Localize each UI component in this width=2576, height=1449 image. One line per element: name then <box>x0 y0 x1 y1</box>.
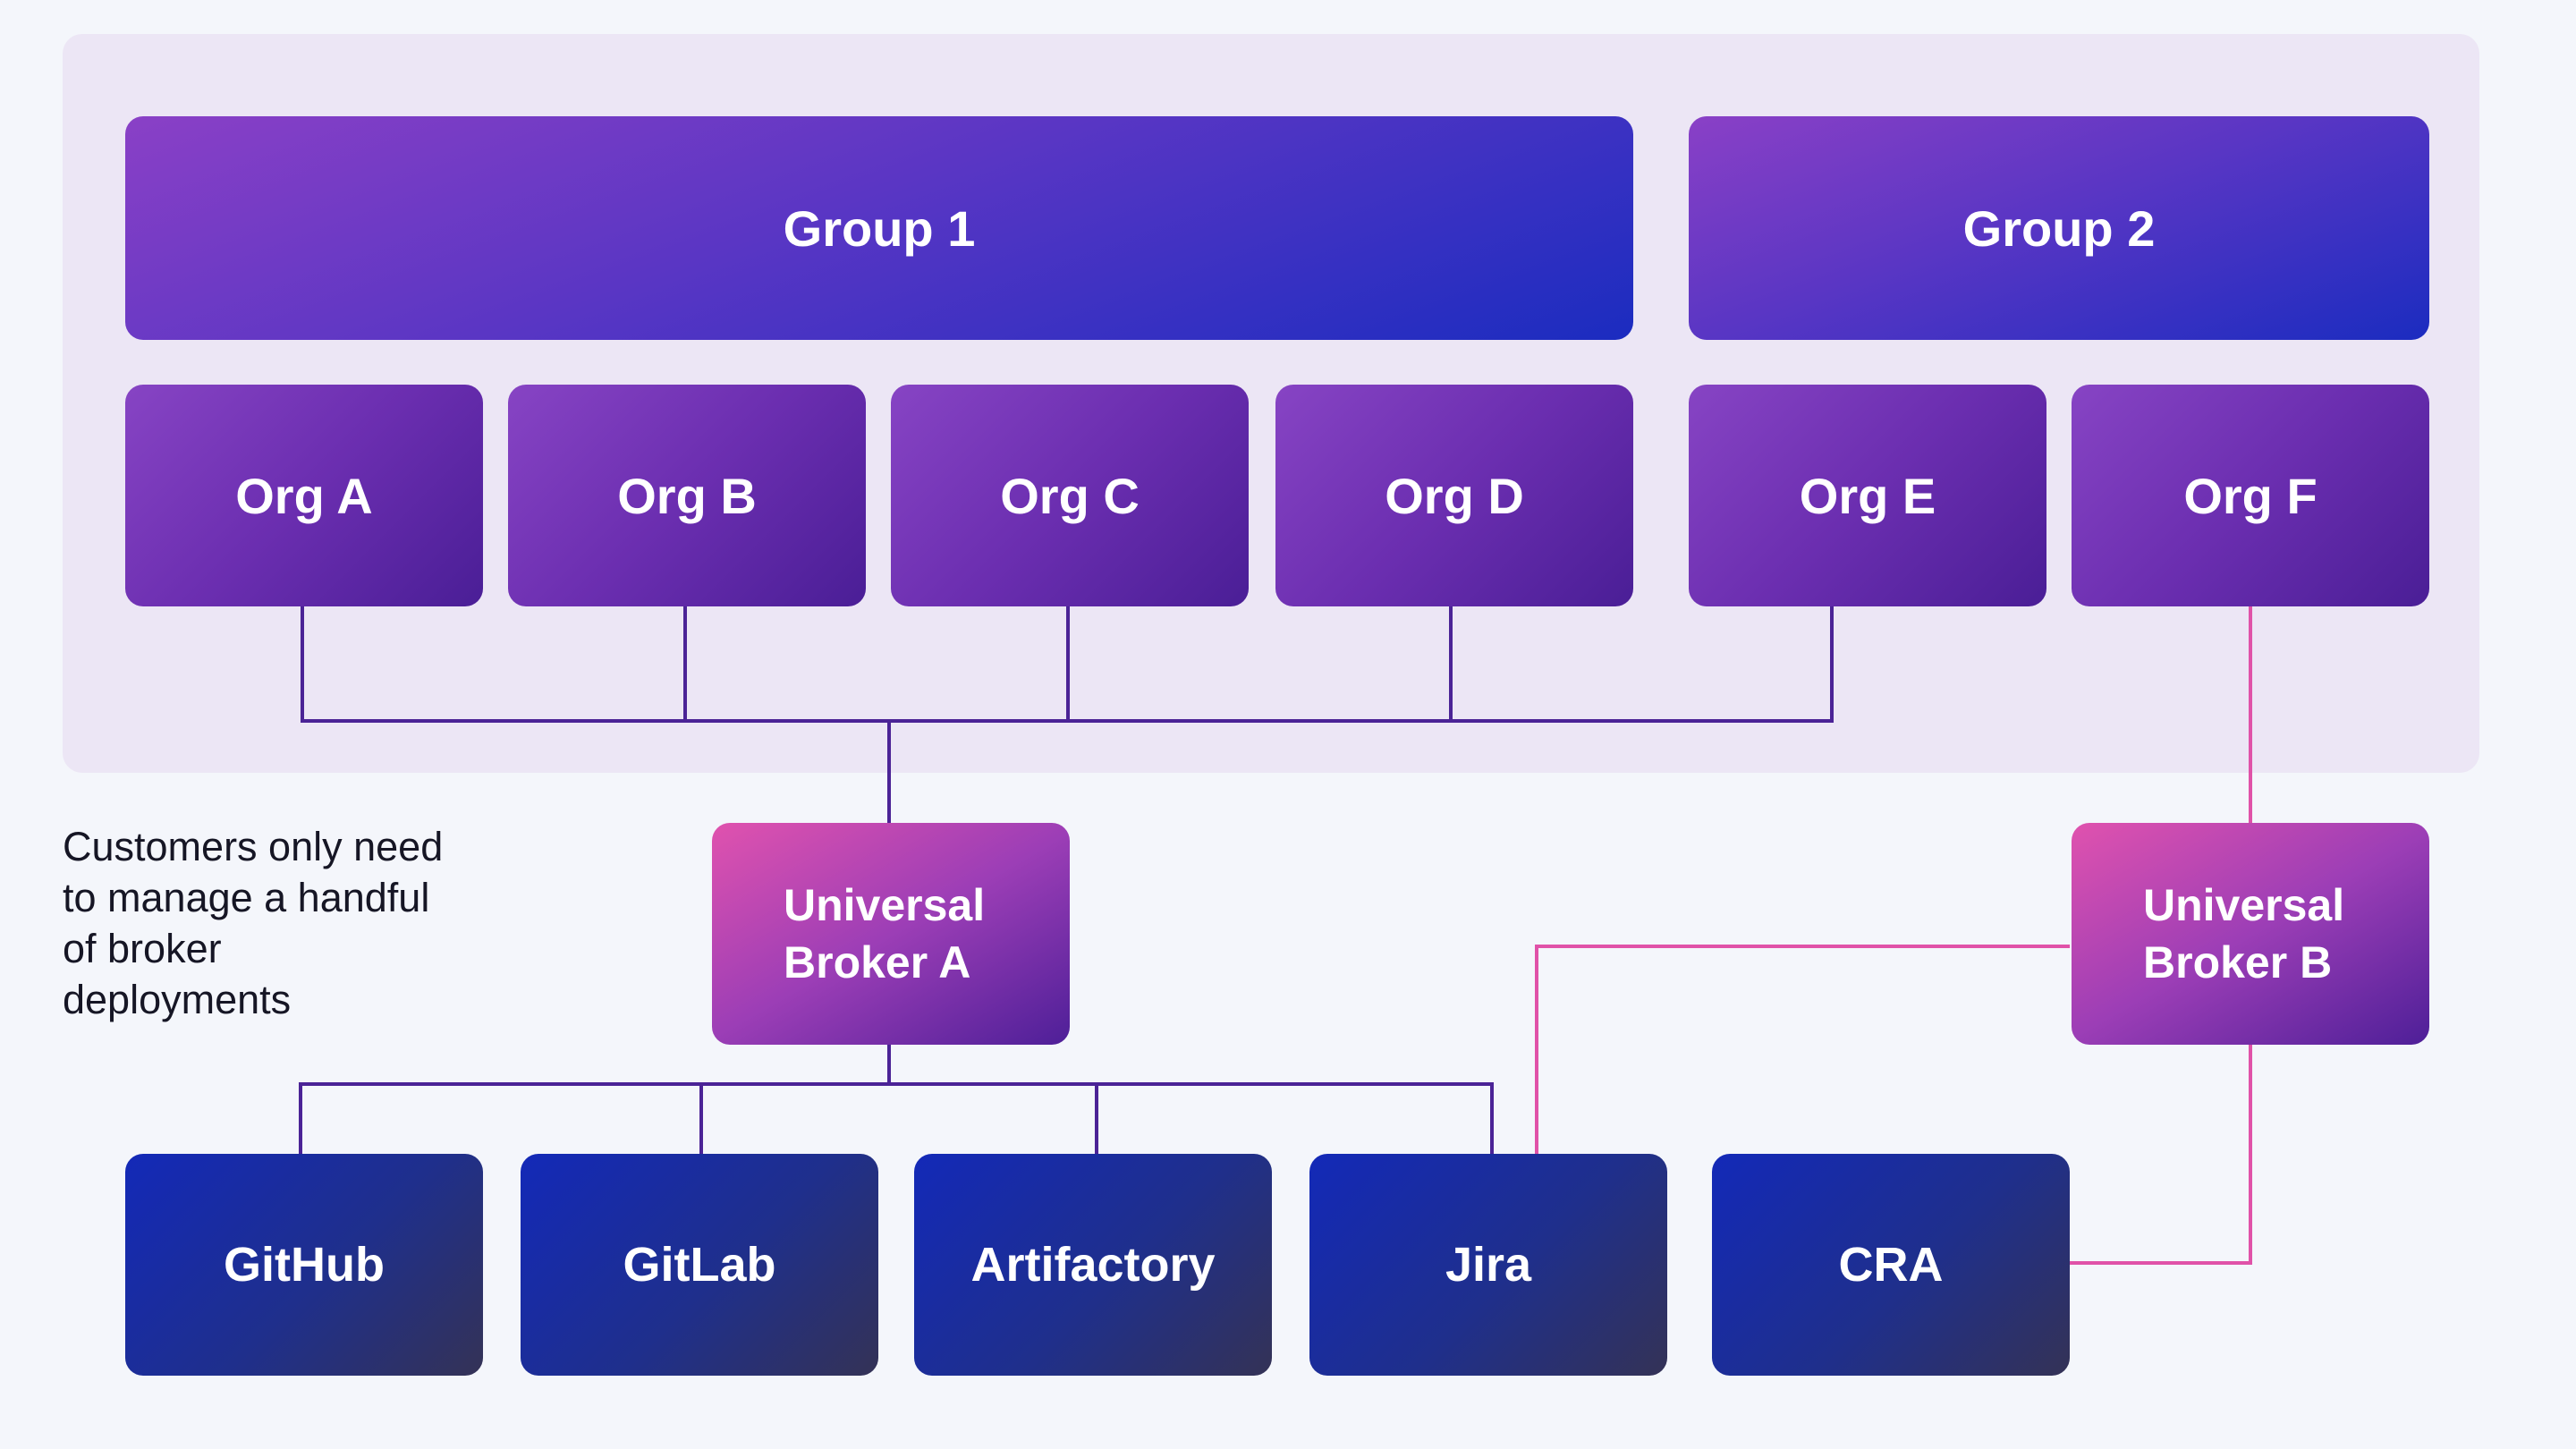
broker-b-box: Universal Broker B <box>2072 823 2429 1045</box>
caption-text: Customers only need to manage a handful … <box>63 824 444 1022</box>
group-1-label: Group 1 <box>783 199 976 257</box>
group-2-box: Group 2 <box>1689 116 2429 340</box>
github-box: GitHub <box>125 1154 483 1376</box>
org-c-box: Org C <box>891 385 1249 606</box>
org-a-box: Org A <box>125 385 483 606</box>
org-b-box: Org B <box>508 385 866 606</box>
jira-label: Jira <box>1445 1238 1532 1292</box>
org-e-label: Org E <box>1799 467 1936 524</box>
broker-a-box: Universal Broker A <box>712 823 1070 1045</box>
org-e-box: Org E <box>1689 385 2046 606</box>
org-c-label: Org C <box>1000 467 1140 524</box>
cra-label: CRA <box>1838 1238 1944 1292</box>
broker-a-label: Universal Broker A <box>784 880 986 987</box>
broker-b-to-jira <box>1535 945 2070 1154</box>
org-f-label: Org F <box>2183 467 2318 524</box>
gitlab-label: GitLab <box>623 1238 776 1292</box>
group-1-box: Group 1 <box>125 116 1633 340</box>
broker-b-to-cra <box>2070 1045 2252 1265</box>
org-d-box: Org D <box>1275 385 1633 606</box>
org-d-label: Org D <box>1385 467 1524 524</box>
org-a-label: Org A <box>235 467 373 524</box>
org-f-box: Org F <box>2072 385 2429 606</box>
github-label: GitHub <box>224 1238 385 1292</box>
gitlab-box: GitLab <box>521 1154 878 1376</box>
org-b-label: Org B <box>617 467 757 524</box>
artifactory-box: Artifactory <box>914 1154 1272 1376</box>
broker-b-label: Universal Broker B <box>2143 880 2345 987</box>
artifactory-label: Artifactory <box>970 1238 1216 1292</box>
group-2-label: Group 2 <box>1962 199 2156 257</box>
jira-box: Jira <box>1309 1154 1667 1376</box>
cra-box: CRA <box>1712 1154 2070 1376</box>
